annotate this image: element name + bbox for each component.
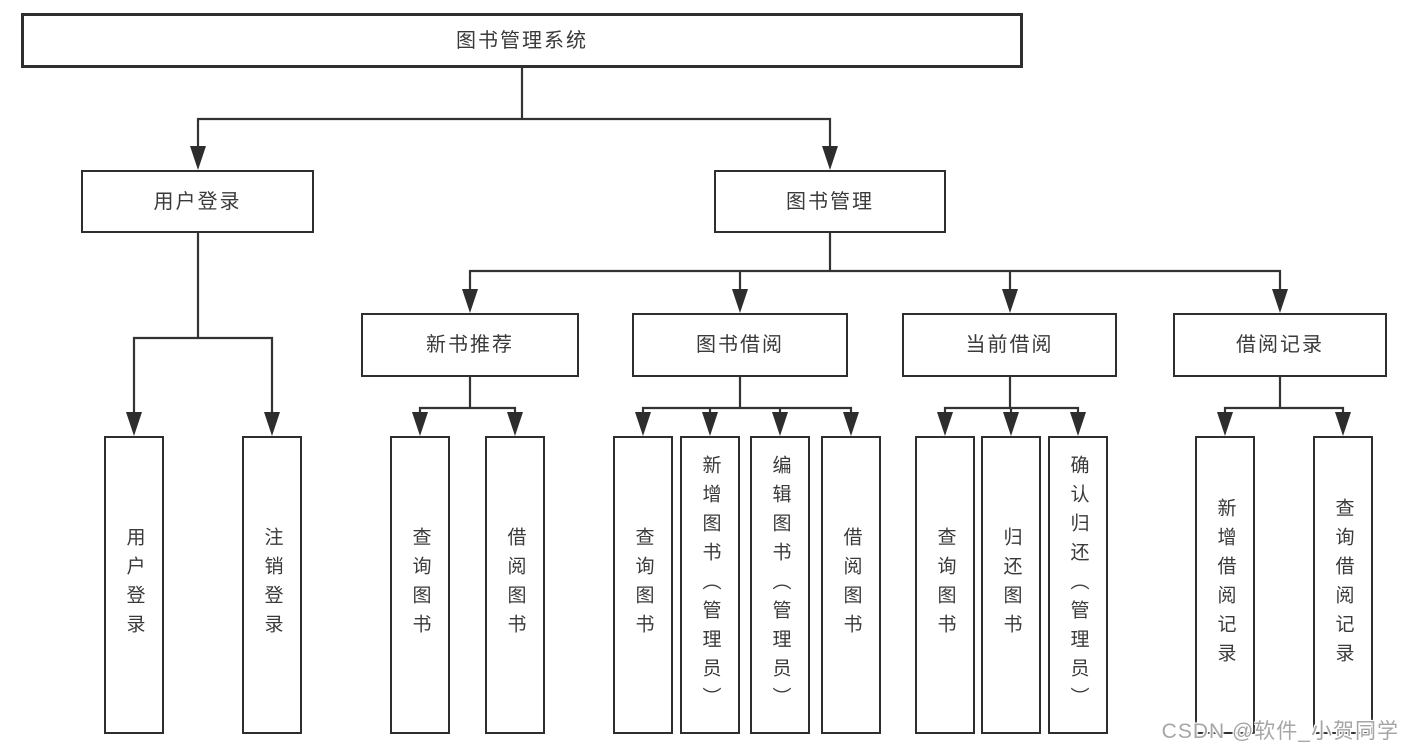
node-label: 查询借阅记录 [1332, 498, 1354, 672]
node-label: 查询图书 [632, 527, 654, 643]
node-label: 借阅图书 [504, 527, 526, 643]
node-label: 用户登录 [123, 527, 145, 643]
connector-bus-level2 [196, 117, 832, 150]
leaf-query-books-current: 查询图书 [915, 436, 975, 734]
node-label: 图书借阅 [696, 334, 784, 356]
connector-bus-userlogin [132, 336, 274, 414]
node-borrowing-records: 借阅记录 [1173, 313, 1387, 377]
node-label: 借阅记录 [1236, 334, 1324, 356]
connector-bus-records [1223, 406, 1345, 414]
node-user-login: 用户登录 [81, 170, 314, 233]
csdn-watermark: CSDN @软件_小贺同学 [1161, 720, 1399, 743]
leaf-edit-books-admin: 编辑图书（管理员） [750, 436, 810, 734]
node-book-borrowing: 图书借阅 [632, 313, 848, 377]
leaf-user-login: 用户登录 [104, 436, 164, 734]
node-current-borrowing: 当前借阅 [902, 313, 1117, 377]
node-label: 图书管理系统 [456, 29, 588, 52]
leaf-logout: 注销登录 [242, 436, 302, 734]
leaf-return-books: 归还图书 [981, 436, 1041, 734]
leaf-query-borrow-record: 查询借阅记录 [1313, 436, 1373, 734]
leaf-query-books-borrow: 查询图书 [613, 436, 673, 734]
node-label: 编辑图书（管理员） [769, 454, 791, 716]
node-book-management: 图书管理 [714, 170, 946, 233]
node-library-management-system: 图书管理系统 [21, 13, 1023, 68]
leaf-add-borrow-record: 新增借阅记录 [1195, 436, 1255, 734]
node-label: 借阅图书 [840, 527, 862, 643]
node-label: 图书管理 [786, 190, 874, 213]
connector-bus-level3 [468, 269, 1282, 293]
node-label: 注销登录 [261, 527, 283, 643]
node-label: 查询图书 [409, 527, 431, 643]
connector-bus-current [943, 406, 1080, 414]
leaf-query-books-recommend: 查询图书 [390, 436, 450, 734]
leaf-borrow-books: 借阅图书 [821, 436, 881, 734]
node-label: 新增图书（管理员） [699, 454, 721, 716]
connector-bus-newbook [418, 406, 517, 414]
node-label: 用户登录 [153, 190, 242, 213]
leaf-borrow-books-recommend: 借阅图书 [485, 436, 545, 734]
leaf-confirm-return-admin: 确认归还（管理员） [1048, 436, 1108, 734]
node-label: 新书推荐 [426, 334, 514, 356]
node-new-book-recommendation: 新书推荐 [361, 313, 579, 377]
node-label: 归还图书 [1000, 527, 1022, 643]
leaf-add-books-admin: 新增图书（管理员） [680, 436, 740, 734]
node-label: 新增借阅记录 [1214, 498, 1236, 672]
node-label: 查询图书 [934, 527, 956, 643]
node-label: 当前借阅 [965, 334, 1054, 356]
node-label: 确认归还（管理员） [1067, 454, 1089, 716]
connector-bus-borrow [641, 406, 853, 414]
